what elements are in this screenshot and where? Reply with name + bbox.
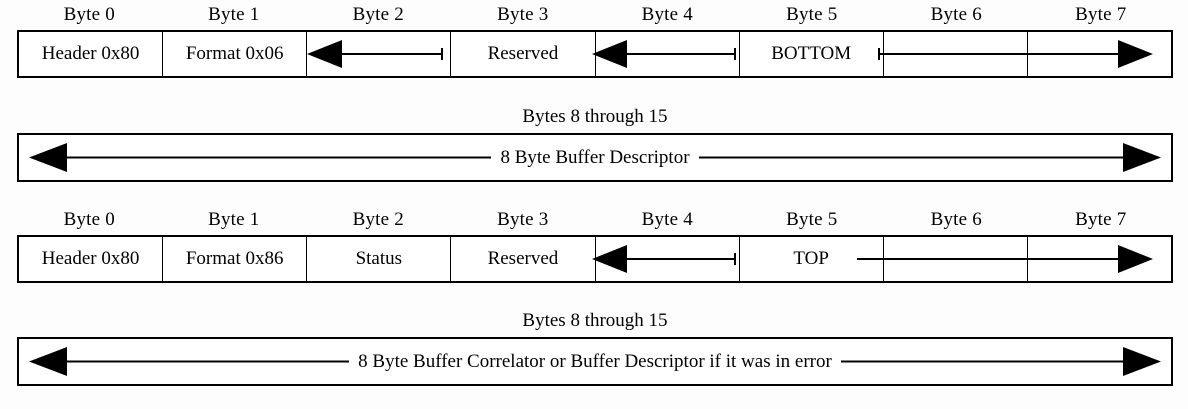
byte-label: Byte 5 [786,4,838,25]
byte-label: Byte 4 [641,209,693,230]
wide-bar-inner: 8 Byte Buffer Correlator or Buffer Descr… [19,339,1171,384]
byte-table-response: Header 0x80 Format 0x86 Status Reserved … [17,235,1173,283]
wide-bar-arrow [29,347,1161,376]
byte-cell-text: Reserved [480,43,566,65]
byte-cell-text: Format 0x06 [178,43,291,65]
byte-label: Byte 0 [63,209,115,230]
byte-cell-7 [1028,32,1171,76]
byte-label-row-request: Byte 0 Byte 1 Byte 2 Byte 3 Byte 4 Byte … [17,2,1173,28]
byte-label: Byte 3 [497,209,549,230]
byte-cell-5: TOP [740,237,884,281]
byte-cell-3: Reserved [451,237,596,281]
byte-label: Byte 4 [641,4,693,25]
wide-bar-title-response: Bytes 8 through 15 [522,310,668,331]
byte-label: Byte 6 [930,209,982,230]
wide-bar-request: 8 Byte Buffer Descriptor [17,133,1173,182]
byte-cell-6 [884,237,1028,281]
byte-cell-3: Reserved [451,32,596,76]
byte-cell-4 [596,32,740,76]
byte-label: Byte 7 [1075,4,1127,25]
byte-label: Byte 7 [1075,209,1127,230]
byte-cell-text: BOTTOM [764,43,859,65]
byte-label: Byte 2 [352,209,404,230]
byte-label: Byte 0 [63,4,115,25]
wide-bar-arrow [29,143,1161,172]
byte-label: Byte 6 [930,4,982,25]
byte-cell-text: Header 0x80 [34,43,147,65]
byte-cell-4 [596,237,740,281]
byte-cell-6 [884,32,1028,76]
byte-label: Byte 2 [352,4,404,25]
byte-cell-7 [1028,237,1171,281]
byte-cell-2 [307,32,452,76]
byte-cell-1: Format 0x06 [163,32,308,76]
byte-cell-text: TOP [786,248,836,270]
byte-cell-5: BOTTOM [740,32,884,76]
byte-cell-text: Header 0x80 [34,248,147,270]
byte-cell-0: Header 0x80 [19,32,164,76]
byte-cell-0: Header 0x80 [19,237,164,281]
byte-label: Byte 5 [786,209,838,230]
byte-label: Byte 1 [208,4,260,25]
byte-cell-text: Format 0x86 [178,248,291,270]
byte-cell-2: Status [307,237,452,281]
byte-label-row-response: Byte 0 Byte 1 Byte 2 Byte 3 Byte 4 Byte … [17,207,1173,233]
byte-cell-text: Status [348,248,410,270]
wide-bar-inner: 8 Byte Buffer Descriptor [19,135,1171,180]
byte-label: Byte 3 [497,4,549,25]
byte-cell-text: Reserved [480,248,566,270]
wide-bar-response: 8 Byte Buffer Correlator or Buffer Descr… [17,337,1173,386]
byte-table-request: Header 0x80 Format 0x06 Reserved BOTTOM [17,30,1173,78]
wide-bar-title-request: Bytes 8 through 15 [522,106,668,127]
byte-cell-1: Format 0x86 [163,237,308,281]
byte-label: Byte 1 [208,209,260,230]
